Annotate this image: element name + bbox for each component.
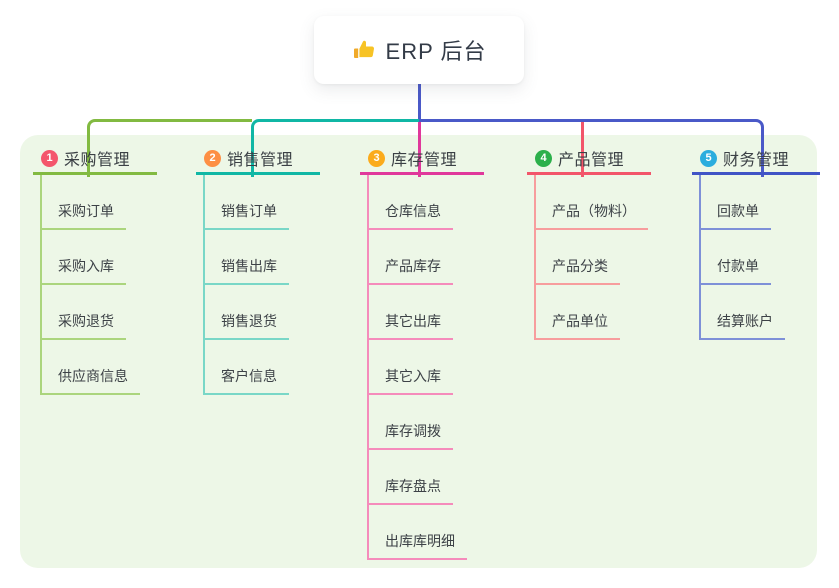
child-node[interactable]: 采购订单 — [42, 175, 140, 230]
connector-branch-2 — [251, 119, 419, 177]
branch-children-sales: 销售订单 销售出库 销售退货 客户信息 — [203, 175, 289, 395]
thumbs-up-icon — [352, 38, 376, 62]
connector-root-vertical — [418, 84, 421, 122]
connector-branch-4-drop — [581, 122, 584, 177]
branch-title: 财务管理 — [723, 152, 790, 169]
child-node[interactable]: 产品单位 — [536, 285, 648, 340]
branch-node-finance: 5 财务管理 回款单 付款单 结算账户 — [692, 144, 820, 340]
child-node-label: 回款单 — [701, 201, 771, 230]
branch-node-product: 4 产品管理 产品（物料） 产品分类 产品单位 — [527, 144, 651, 340]
child-node-label: 销售退货 — [205, 311, 289, 340]
child-node[interactable]: 付款单 — [701, 230, 785, 285]
child-node-label: 销售出库 — [205, 256, 289, 285]
branch-title: 采购管理 — [64, 152, 131, 169]
branch-children-product: 产品（物料） 产品分类 产品单位 — [534, 175, 648, 340]
child-node-label: 客户信息 — [205, 366, 289, 395]
child-node[interactable]: 仓库信息 — [369, 175, 467, 230]
child-node-label: 产品单位 — [536, 311, 620, 340]
branch-node-inventory: 3 库存管理 仓库信息 产品库存 其它出库 其它入库 库存调拨 库存盘点 出库库… — [360, 144, 484, 560]
child-node[interactable]: 供应商信息 — [42, 340, 140, 395]
child-node[interactable]: 出库库明细 — [369, 505, 467, 560]
branch-children-purchase: 采购订单 采购入库 采购退货 供应商信息 — [40, 175, 140, 395]
child-node-label: 其它出库 — [369, 311, 453, 340]
branch-children-finance: 回款单 付款单 结算账户 — [699, 175, 785, 340]
branch-number-badge: 3 — [368, 149, 385, 167]
connector-branch-1 — [87, 119, 252, 177]
child-node[interactable]: 销售出库 — [205, 230, 289, 285]
child-node-label: 结算账户 — [701, 311, 785, 340]
mindmap-canvas-panel — [20, 135, 817, 568]
child-node[interactable]: 销售退货 — [205, 285, 289, 340]
branch-title: 库存管理 — [391, 152, 458, 169]
connector-branch-3-drop — [418, 122, 421, 177]
branch-children-inventory: 仓库信息 产品库存 其它出库 其它入库 库存调拨 库存盘点 出库库明细 — [367, 175, 467, 560]
root-node-title: ERP 后台 — [385, 39, 487, 64]
child-node[interactable]: 采购退货 — [42, 285, 140, 340]
branch-title: 销售管理 — [227, 152, 294, 169]
child-node[interactable]: 库存盘点 — [369, 450, 467, 505]
child-node-label: 采购订单 — [42, 201, 126, 230]
branch-number-badge: 2 — [204, 149, 221, 167]
child-node-label: 采购退货 — [42, 311, 126, 340]
child-node-label: 供应商信息 — [42, 366, 140, 395]
child-node[interactable]: 结算账户 — [701, 285, 785, 340]
branch-header-product[interactable]: 4 产品管理 — [527, 144, 651, 175]
child-node[interactable]: 客户信息 — [205, 340, 289, 395]
branch-number-badge: 4 — [535, 149, 552, 167]
child-node[interactable]: 库存调拨 — [369, 395, 467, 450]
child-node[interactable]: 销售订单 — [205, 175, 289, 230]
child-node[interactable]: 采购入库 — [42, 230, 140, 285]
branch-header-sales[interactable]: 2 销售管理 — [196, 144, 320, 175]
child-node-label: 产品库存 — [369, 256, 453, 285]
child-node[interactable]: 产品（物料） — [536, 175, 648, 230]
child-node-label: 库存盘点 — [369, 476, 453, 505]
child-node-label: 采购入库 — [42, 256, 126, 285]
branch-header-finance[interactable]: 5 财务管理 — [692, 144, 820, 175]
child-node[interactable]: 产品库存 — [369, 230, 467, 285]
child-node-label: 产品（物料） — [536, 201, 648, 230]
child-node[interactable]: 其它出库 — [369, 285, 467, 340]
child-node-label: 其它入库 — [369, 366, 453, 395]
child-node[interactable]: 产品分类 — [536, 230, 648, 285]
child-node-label: 产品分类 — [536, 256, 620, 285]
child-node-label: 库存调拨 — [369, 421, 453, 450]
branch-number-badge: 1 — [41, 149, 58, 167]
child-node-label: 销售订单 — [205, 201, 289, 230]
child-node-label: 仓库信息 — [369, 201, 453, 230]
connector-branch-5 — [419, 119, 764, 177]
root-node[interactable]: ERP 后台 — [314, 16, 524, 84]
branch-node-purchase: 1 采购管理 采购订单 采购入库 采购退货 供应商信息 — [33, 144, 157, 395]
branch-header-inventory[interactable]: 3 库存管理 — [360, 144, 484, 175]
child-node[interactable]: 其它入库 — [369, 340, 467, 395]
child-node-label: 付款单 — [701, 256, 771, 285]
branch-node-sales: 2 销售管理 销售订单 销售出库 销售退货 客户信息 — [196, 144, 320, 395]
branch-title: 产品管理 — [558, 152, 625, 169]
child-node[interactable]: 回款单 — [701, 175, 785, 230]
child-node-label: 出库库明细 — [369, 531, 467, 560]
branch-header-purchase[interactable]: 1 采购管理 — [33, 144, 157, 175]
branch-number-badge: 5 — [700, 149, 717, 167]
